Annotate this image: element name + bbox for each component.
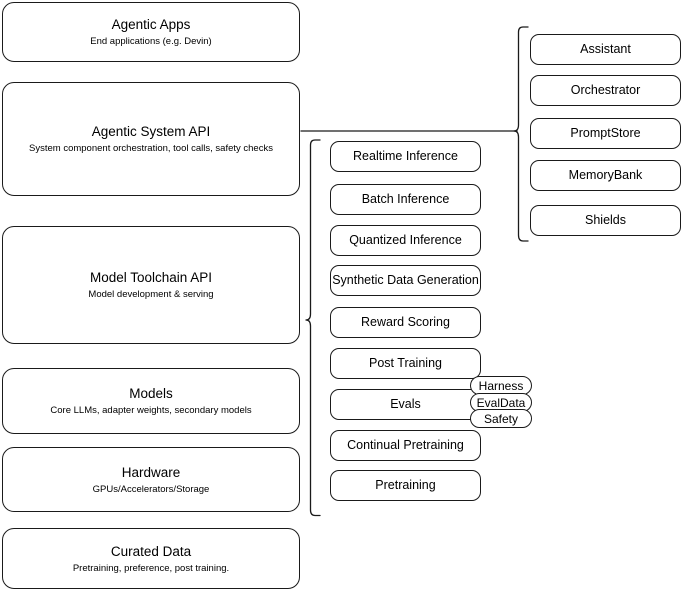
toolchain-component-evals[interactable]: Evals (330, 389, 481, 420)
agentic-component-assistant[interactable]: Assistant (530, 34, 681, 65)
toolchain-component-label: Realtime Inference (353, 149, 458, 163)
stack-layer-hardware[interactable]: Hardware GPUs/Accelerators/Storage (2, 447, 300, 512)
toolchain-component-label: Reward Scoring (361, 315, 450, 329)
toolchain-component-label: Pretraining (375, 478, 436, 492)
evals-badge-label: Harness (478, 378, 524, 393)
stack-layer-subtitle: System component orchestration, tool cal… (29, 143, 273, 154)
stack-layer-title: Hardware (121, 464, 181, 480)
toolchain-component-label: Batch Inference (361, 192, 450, 206)
stack-layer-curated-data[interactable]: Curated Data Pretraining, preference, po… (2, 528, 300, 589)
toolchain-component-synthetic-data-generation[interactable]: Synthetic Data Generation (330, 265, 481, 296)
stack-layer-subtitle: GPUs/Accelerators/Storage (92, 483, 210, 495)
toolchain-component-batch-inference[interactable]: Batch Inference (330, 184, 481, 215)
stack-layer-subtitle: Pretraining, preference, post training. (72, 562, 230, 574)
toolchain-component-continual-pretraining[interactable]: Continual Pretraining (330, 430, 481, 461)
stack-layer-models[interactable]: Models Core LLMs, adapter weights, secon… (2, 368, 300, 434)
agentic-component-memorybank[interactable]: MemoryBank (530, 160, 681, 191)
toolchain-component-quantized-inference[interactable]: Quantized Inference (330, 225, 481, 256)
agentic-component-label: Shields (585, 213, 626, 227)
evals-badge-label: Safety (483, 411, 519, 426)
agentic-component-label: PromptStore (570, 126, 641, 140)
agentic-component-promptstore[interactable]: PromptStore (530, 118, 681, 149)
toolchain-components-brace (305, 139, 321, 517)
stack-layer-subtitle: End applications (e.g. Devin) (90, 36, 212, 47)
agentic-component-orchestrator[interactable]: Orchestrator (530, 75, 681, 106)
toolchain-component-pretraining[interactable]: Pretraining (330, 470, 481, 501)
stack-layer-title: Curated Data (110, 543, 192, 559)
toolchain-component-label: Post Training (369, 356, 442, 370)
evals-badge-safety[interactable]: Safety (470, 409, 532, 428)
stack-layer-subtitle: Core LLMs, adapter weights, secondary mo… (50, 405, 252, 416)
toolchain-component-reward-scoring[interactable]: Reward Scoring (330, 307, 481, 338)
toolchain-component-post-training[interactable]: Post Training (330, 348, 481, 379)
stack-layer-agentic-system-api[interactable]: Agentic System API System component orch… (2, 82, 300, 196)
agentic-components-brace (513, 26, 529, 242)
stack-layer-subtitle: Model development & serving (88, 289, 214, 300)
toolchain-component-realtime-inference[interactable]: Realtime Inference (330, 141, 481, 172)
agentic-component-shields[interactable]: Shields (530, 205, 681, 236)
agentic-component-label: Assistant (580, 42, 631, 56)
toolchain-component-label: Synthetic Data Generation (332, 273, 479, 287)
toolchain-component-label: Evals (390, 397, 421, 411)
stack-layer-title: Agentic System API (91, 124, 211, 139)
stack-layer-model-toolchain-api[interactable]: Model Toolchain API Model development & … (2, 226, 300, 344)
evals-badge-label: EvalData (476, 395, 526, 410)
stack-layer-title: Models (129, 386, 173, 401)
agentic-component-label: MemoryBank (568, 168, 643, 182)
toolchain-component-label: Quantized Inference (349, 233, 462, 247)
stack-layer-title: Model Toolchain API (89, 270, 213, 285)
stack-layer-title: Agentic Apps (111, 17, 191, 32)
agentic-component-label: Orchestrator (570, 83, 641, 97)
stack-layer-agentic-apps[interactable]: Agentic Apps End applications (e.g. Devi… (2, 2, 300, 62)
toolchain-component-label: Continual Pretraining (347, 438, 464, 452)
